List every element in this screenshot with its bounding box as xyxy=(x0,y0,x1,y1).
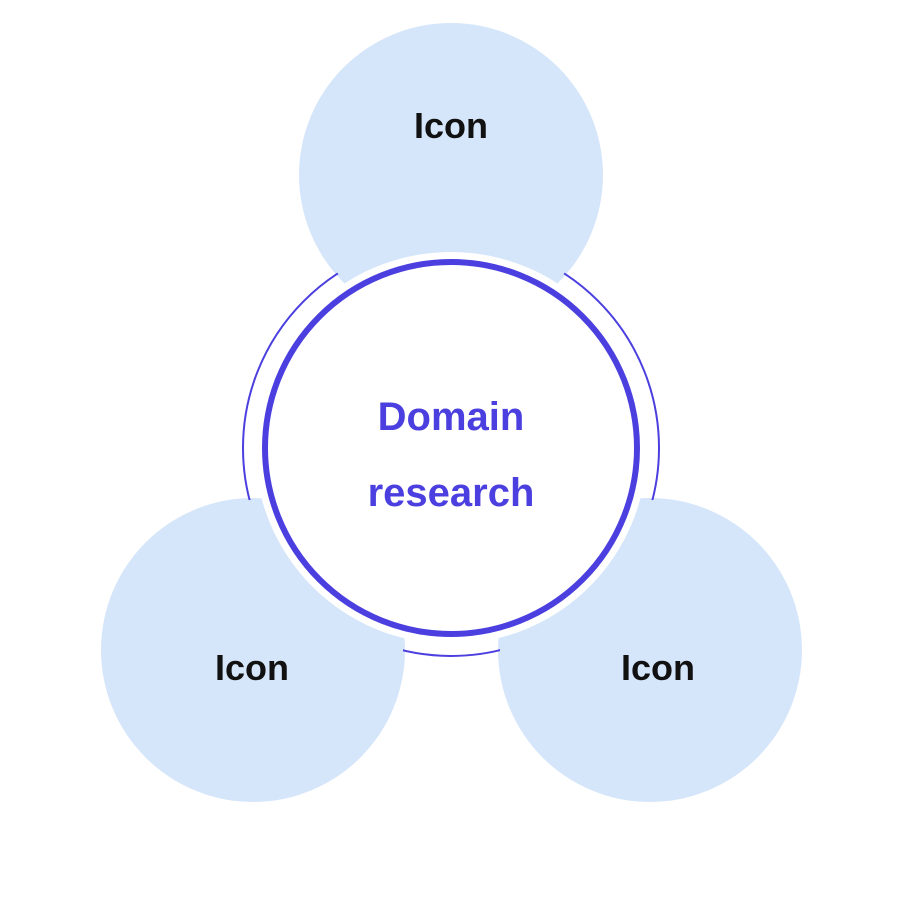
center-title-line2: research xyxy=(368,471,535,515)
satellite-label-bottom-left: Icon xyxy=(215,647,289,688)
center-title-line1: Domain xyxy=(378,395,525,439)
satellite-label-top: Icon xyxy=(414,105,488,146)
center-circle xyxy=(262,259,640,637)
satellite-label-bottom-right: Icon xyxy=(621,647,695,688)
satellite-cover-top xyxy=(301,25,601,325)
